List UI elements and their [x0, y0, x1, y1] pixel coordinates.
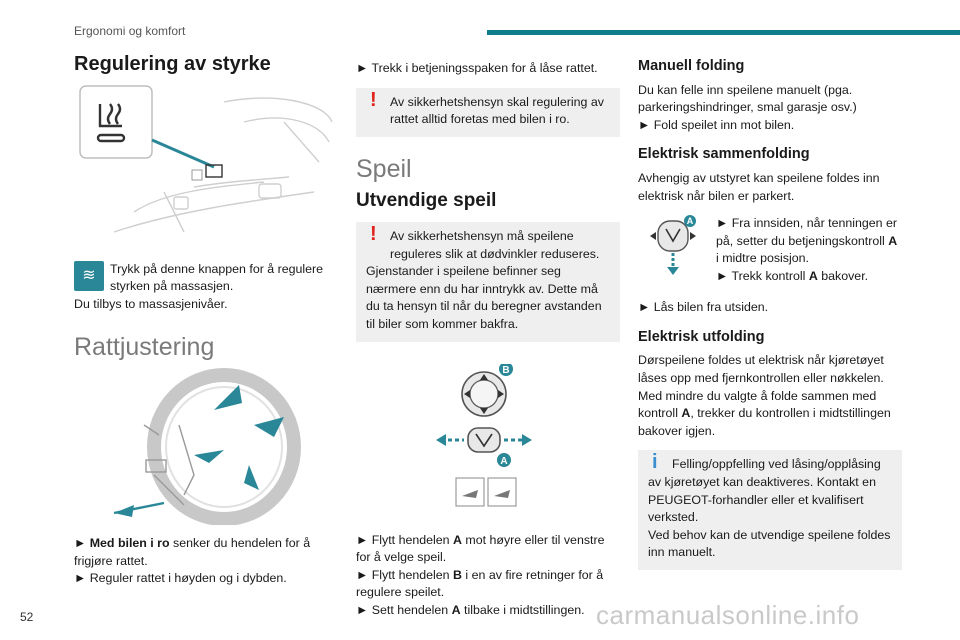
- watermark: carmanualsonline.info: [596, 600, 860, 630]
- info-icon: i: [652, 451, 658, 474]
- massage-note: ≋ Trykk på denne knappen for å regulere …: [74, 260, 324, 314]
- warning-icon: !: [370, 222, 377, 245]
- utf-pre: Dørspeilene foldes ut elektrisk når kjør…: [638, 353, 884, 421]
- warning-box-mirror: ! Av sikkerhetshensyn må speilene regule…: [356, 221, 620, 342]
- mirror-bullet-3-bold: A: [451, 602, 461, 617]
- lock-wheel-bullet: ► Trekk i betjeningsspaken for å låse ra…: [356, 60, 620, 78]
- warning-box-steering: ! Av sikkerhetshensyn skal regulering av…: [356, 87, 620, 137]
- sammenfolding-bullet-3: ► Lås bilen fra utsiden.: [638, 299, 902, 317]
- arrow-bullet-icon: ►: [638, 117, 651, 132]
- samm-b1-pre: Fra innsiden, når tenningen er på, sette…: [716, 216, 898, 248]
- arrow-bullet-icon: ►: [356, 61, 369, 75]
- mirror-bullet-1-pre: Flytt hendelen: [371, 532, 453, 547]
- steering-bullet-1-text: senker du hendelen for å frigjøre rattet…: [74, 535, 311, 568]
- label-b: B: [502, 365, 509, 376]
- warning-mirror-text-2: Gjenstander i speilene befinner seg nærm…: [366, 264, 602, 331]
- arrow-bullet-icon: ►: [356, 532, 369, 547]
- column-left: Regulering av styrke ≋ Trykk på denne kn…: [74, 53, 333, 588]
- massage-text-1: Trykk på denne knappen for å regulere st…: [110, 261, 324, 294]
- warning-mirror-text-1: Av sikkerhetshensyn må speilene regulere…: [390, 228, 600, 261]
- samm-b2-pre: Trekk kontroll: [731, 268, 809, 283]
- sammenfolding-bullet-2: ► Trekk kontroll A bakover.: [716, 268, 902, 286]
- mirror-bullet-2-bold: B: [453, 567, 462, 582]
- heading-speil: Speil: [356, 154, 412, 183]
- heading-elektrisk-sammenfolding: Elektrisk sammenfolding: [638, 146, 810, 163]
- column-middle: ► Trekk i betjeningsspaken for å låse ra…: [356, 56, 620, 620]
- sammenfolding-bullet-1: ► Fra innsiden, når tenningen er på, set…: [716, 215, 902, 268]
- massage-button-icon: ≋: [74, 260, 104, 291]
- mirror-bullet-1: ► Flytt hendelen A mot høyre eller til v…: [356, 532, 620, 567]
- sammenfolding-bullets: ► Fra innsiden, når tenningen er på, set…: [716, 215, 902, 285]
- steering-bullet-1: ► Med bilen i ro senker du hendelen for …: [74, 535, 324, 570]
- manuell-bullet-text: Fold speilet inn mot bilen.: [653, 117, 795, 132]
- arrow-bullet-icon: ►: [74, 535, 87, 550]
- arrow-bullet-icon: ►: [356, 602, 369, 617]
- mirror-bullets: ► Flytt hendelen A mot høyre eller til v…: [356, 532, 620, 620]
- sammenfolding-steps: A ► Fra innsiden, når tenningen er på, s…: [638, 215, 902, 291]
- arrow-bullet-icon: ►: [638, 300, 651, 315]
- heading-utvendige-speil: Utvendige speil: [356, 190, 497, 212]
- steering-wheel-illustration: [113, 367, 301, 525]
- seat-massage-illustration: [79, 84, 333, 233]
- arrow-bullet-icon: ►: [716, 216, 729, 231]
- mirror-bullet-1-bold: A: [453, 532, 462, 547]
- info-text-1: Felling/oppfelling ved låsing/opplåsing …: [648, 457, 881, 525]
- mirror-bullet-2-pre: Flytt hendelen: [371, 567, 453, 582]
- label-a: A: [687, 216, 694, 226]
- steering-bullets: ► Med bilen i ro senker du hendelen for …: [74, 535, 324, 588]
- mirror-bullet-3-post: tilbake i midtstillingen.: [460, 602, 585, 617]
- steering-bullet-1-bold: Med bilen i ro: [89, 535, 170, 550]
- column-right: Manuell folding Du kan felle inn speilen…: [638, 56, 902, 570]
- arrow-bullet-icon: ►: [716, 268, 729, 283]
- samm-b2-bold: A: [808, 268, 818, 283]
- page-number: 52: [20, 610, 34, 624]
- utf-bold: A: [681, 406, 691, 421]
- mirror-bullet-3-pre: Sett hendelen: [371, 602, 452, 617]
- mirror-control-illustration: B A: [436, 363, 532, 507]
- manuell-bullet: ► Fold speilet inn mot bilen.: [638, 117, 902, 135]
- mirror-bullet-2-post: i en av fire retninger for å regulere sp…: [356, 567, 604, 600]
- mirror-bullet-3: ► Sett hendelen A tilbake i midtstilling…: [356, 602, 620, 620]
- warning-steering-text: Av sikkerhetshensyn skal regulering av r…: [390, 94, 604, 127]
- fold-control-illustration: A: [650, 215, 696, 276]
- utf-post: , trekker du kontrollen i midtstillingen…: [638, 406, 891, 438]
- arrow-bullet-icon: ►: [74, 571, 87, 586]
- manuell-text: Du kan felle inn speilene manuelt (pga. …: [638, 82, 857, 115]
- warning-icon: !: [370, 88, 377, 111]
- info-box: i Felling/oppfelling ved låsing/opplåsin…: [638, 450, 902, 570]
- lock-wheel-text: Trekk i betjeningsspaken for å låse ratt…: [371, 61, 598, 75]
- samm-b1-post: i midtre posisjon.: [716, 251, 809, 266]
- utfolding-text: Dørspeilene foldes ut elektrisk når kjør…: [638, 352, 902, 440]
- label-a: A: [500, 456, 507, 467]
- info-text-2: Ved behov kan de utvendige speilene fold…: [648, 527, 891, 560]
- arrow-bullet-icon: ►: [356, 567, 369, 582]
- samm-b1-bold: A: [888, 233, 898, 248]
- massage-text-2: Du tilbys to massasjenivåer.: [74, 296, 228, 311]
- steering-bullet-2: ► Reguler rattet i høyden og i dybden.: [74, 570, 324, 588]
- sammenfolding-text: Avhengig av utstyret kan speilene foldes…: [638, 170, 880, 203]
- mirror-bullet-2: ► Flytt hendelen B i en av fire retninge…: [356, 567, 620, 602]
- sammenfolding-bullet-3-text: Lås bilen fra utsiden.: [653, 300, 769, 315]
- samm-b2-post: bakover.: [817, 268, 869, 283]
- mirror-bullet-1-post: mot høyre eller til venstre for å velge …: [356, 532, 605, 565]
- heading-manuell-folding: Manuell folding: [638, 58, 745, 74]
- heading-regulering: Regulering av styrke: [74, 53, 271, 75]
- steering-bullet-2-text: Reguler rattet i høyden og i dybden.: [89, 571, 287, 586]
- header-rule: [487, 30, 960, 35]
- heading-elektrisk-utfolding: Elektrisk utfolding: [638, 328, 765, 345]
- running-header: Ergonomi og komfort: [74, 24, 186, 38]
- heading-rattjustering: Rattjustering: [74, 333, 215, 362]
